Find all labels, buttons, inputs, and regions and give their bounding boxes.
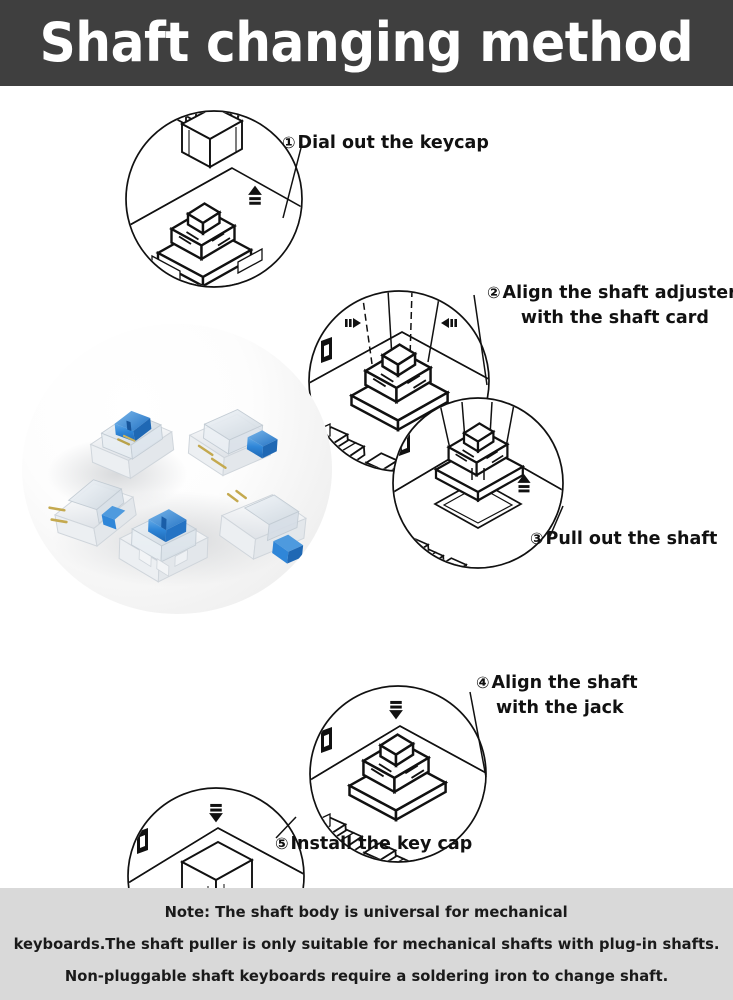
step-5-text: Install the key cap [290, 834, 473, 854]
product-photo-switches [22, 324, 332, 614]
step-1-text: Dial out the keycap [297, 133, 489, 153]
footer-line-3: Non-pluggable shaft keyboards require a … [64, 967, 669, 985]
step-1-number: ① [282, 133, 296, 152]
header-bar: Shaft changing method [0, 0, 733, 86]
step-2-text: Align the shaft adjuster [502, 283, 733, 303]
page-title: Shaft changing method [39, 11, 694, 74]
step-3-number: ③ [530, 529, 544, 548]
step-4-text-line2: with the jack [495, 698, 624, 718]
step-1-illustration [125, 110, 303, 288]
step-3-text: Pull out the shaft [545, 529, 718, 549]
step-5-number: ⑤ [275, 834, 289, 853]
step-4-text: Align the shaft [491, 673, 638, 693]
step-2-text-line2: with the shaft card [520, 308, 709, 328]
footer-line-1: Note: The shaft body is universal for me… [164, 903, 569, 921]
step-3-illustration [392, 397, 564, 569]
footer-note: Note: The shaft body is universal for me… [0, 888, 733, 1000]
step-4-number: ④ [476, 673, 490, 692]
blue-switches-photo [47, 408, 308, 587]
footer-line-2: keyboards.The shaft puller is only suita… [13, 935, 720, 953]
step-2-number: ② [487, 283, 501, 302]
